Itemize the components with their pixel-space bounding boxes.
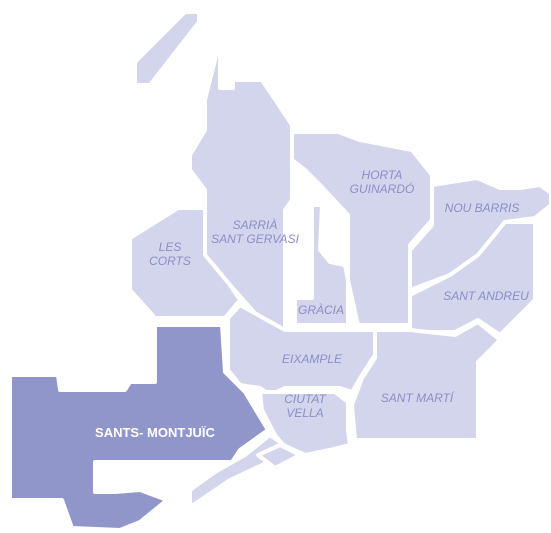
map-port-piece (256, 443, 302, 470)
district-sant-andreu[interactable] (408, 220, 537, 337)
map-fragment-top (133, 10, 201, 87)
district-ciutat-vella[interactable] (258, 390, 352, 457)
district-gracia[interactable] (293, 203, 350, 327)
district-sants-montjuic[interactable] (8, 323, 270, 532)
district-les-corts[interactable] (128, 206, 242, 320)
district-sant-marti[interactable] (350, 320, 502, 442)
district-nou-barris[interactable] (408, 176, 551, 292)
district-eixample[interactable] (226, 303, 377, 397)
